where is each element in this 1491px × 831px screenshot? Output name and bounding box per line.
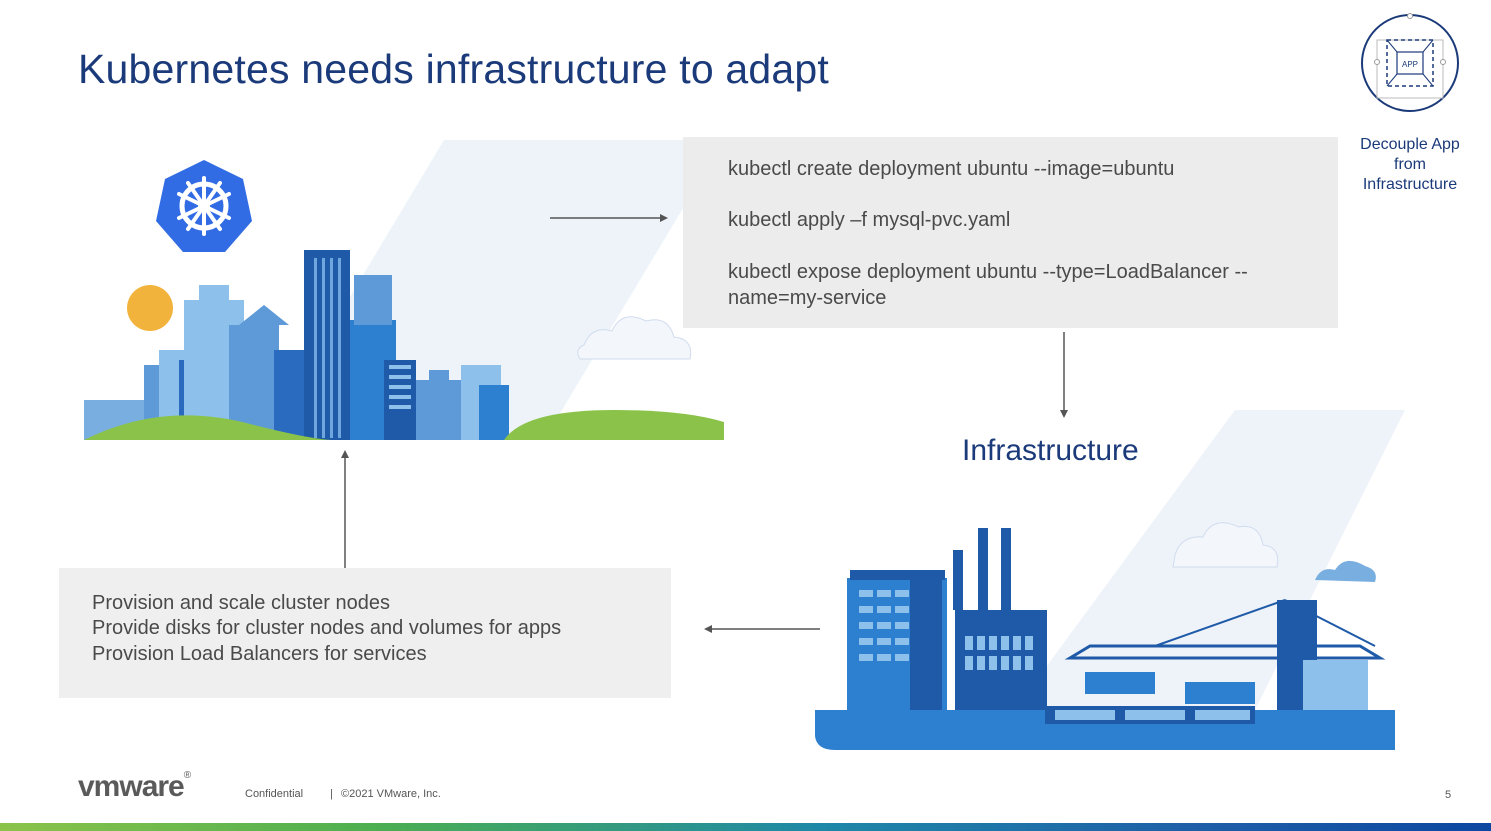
task-item: Provision and scale cluster nodes (92, 592, 390, 614)
commands-panel (683, 137, 1338, 328)
command-line: kubectl expose deployment ubuntu --type=… (728, 261, 1248, 283)
app-decouple-icon: APP (1361, 13, 1459, 112)
logo-text: vmware (78, 770, 185, 803)
brand-gradient-bar (0, 823, 1491, 831)
infrastructure-title: Infrastructure (962, 434, 1139, 467)
command-line: kubectl apply –f mysql-pvc.yaml (728, 209, 1011, 231)
factory-port-illustration (815, 410, 1405, 750)
badge-label-line: from (1394, 156, 1426, 173)
city-illustration (84, 140, 724, 440)
badge-label: Decouple App from Infrastructure (1340, 135, 1480, 195)
confidential-label: Confidential (245, 788, 304, 800)
command-line: kubectl create deployment ubuntu --image… (728, 158, 1175, 180)
copyright-label: ©2021 VMware, Inc. (341, 788, 441, 800)
slide-title: Kubernetes needs infrastructure to adapt (78, 46, 830, 92)
task-item: Provide disks for cluster nodes and volu… (92, 617, 562, 639)
app-icon-text: APP (1402, 60, 1418, 69)
tasks-panel (59, 568, 671, 698)
vmware-logo: vmware® (78, 770, 191, 803)
arrow-left-icon (704, 625, 820, 633)
arrow-down-icon (1060, 332, 1068, 418)
footer-separator: | (330, 788, 333, 800)
command-line: name=my-service (728, 287, 887, 309)
task-item: Provision Load Balancers for services (92, 643, 427, 665)
kubernetes-logo-icon (156, 160, 252, 252)
arrow-right-icon (550, 214, 668, 222)
badge-label-line: Decouple App (1360, 136, 1460, 153)
page-number: 5 (1445, 789, 1452, 801)
arrow-up-icon (341, 450, 349, 568)
badge-label-line: Infrastructure (1362, 176, 1458, 193)
